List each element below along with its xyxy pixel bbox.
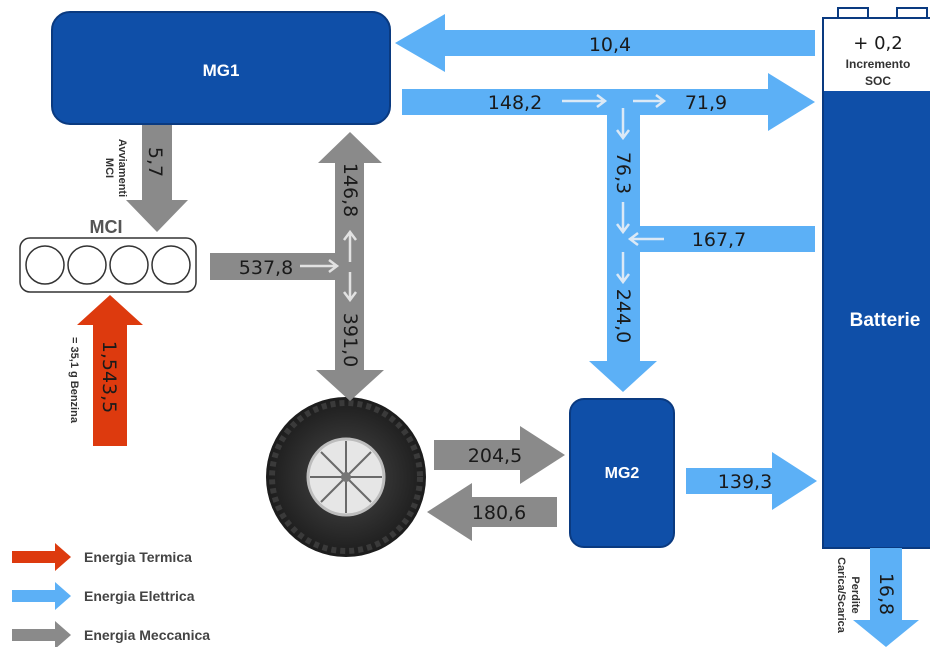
mg2-label: MG2 (605, 465, 640, 482)
value-battery-to-split: 167,7 (692, 229, 746, 251)
value-split-down: 76,3 (612, 152, 634, 194)
cylinder-icon (110, 246, 148, 284)
value-wheel-to-mg2: 204,5 (468, 445, 522, 467)
value-to-mg1-mech: 146,8 (339, 163, 361, 217)
mg1-block: MG1 (52, 12, 390, 124)
label-fuel-equivalent: = 35,1 g Benzina (68, 337, 80, 424)
label-avviamenti: Avviamenti (116, 139, 128, 197)
soc-value: + 0,2 (853, 33, 902, 54)
value-mci-out: 537,8 (239, 257, 293, 279)
soc-label-2: SOC (865, 74, 891, 88)
wheel-icon (266, 397, 426, 557)
mci-label: MCI (90, 217, 123, 237)
value-to-wheel: 391,0 (339, 313, 361, 367)
legend-swatch-mechanical (12, 621, 71, 647)
legend-label-electric: Energia Elettrica (84, 588, 195, 604)
value-to-mg2: 244,0 (612, 289, 634, 343)
label-losses-2: Carica/Scarica (835, 557, 847, 634)
battery: + 0,2 Incremento SOC Batterie (823, 8, 930, 548)
mci-engine: MCI (20, 217, 196, 292)
label-losses-1: Perdite (849, 576, 861, 613)
mg1-label: MG1 (203, 61, 240, 80)
legend-label-thermal: Energia Termica (84, 549, 192, 565)
legend: Energia Termica Energia Elettrica Energi… (12, 543, 210, 647)
cylinder-icon (68, 246, 106, 284)
cylinder-icon (152, 246, 190, 284)
value-to-battery-top: 71,9 (685, 92, 727, 114)
label-mci-starts: MCI (103, 158, 115, 178)
value-mg1-out: 148,2 (488, 92, 542, 114)
value-mg2-to-wheel: 180,6 (472, 502, 526, 524)
value-battery-to-mg1: 10,4 (589, 34, 631, 56)
arrow-mg1-to-mci (126, 125, 188, 232)
battery-label: Batterie (850, 310, 921, 331)
value-mg2-to-battery: 139,3 (718, 471, 772, 493)
legend-item-electric: Energia Elettrica (12, 582, 195, 610)
value-fuel: 1,543,5 (98, 341, 120, 414)
legend-label-mechanical: Energia Meccanica (84, 627, 210, 643)
legend-item-thermal: Energia Termica (12, 543, 192, 571)
mg2-block: MG2 (570, 399, 674, 547)
value-losses: 16,8 (875, 573, 897, 615)
soc-label-1: Incremento (846, 57, 911, 71)
value-mg1-to-mci: 5,7 (144, 147, 166, 177)
cylinder-icon (26, 246, 64, 284)
legend-swatch-thermal (12, 543, 71, 571)
legend-swatch-electric (12, 582, 71, 610)
legend-item-mechanical: Energia Meccanica (12, 621, 210, 647)
